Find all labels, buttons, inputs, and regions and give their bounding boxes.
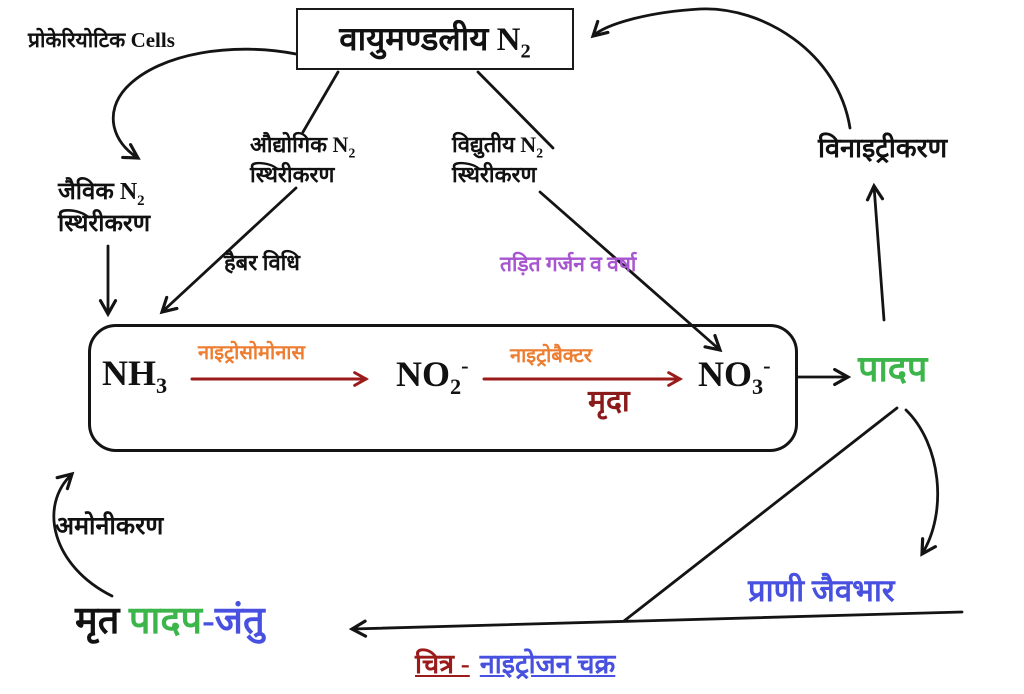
line-plant-to-dead-junction [622, 406, 899, 623]
arrow-plant-to-animal-biomass [904, 408, 940, 557]
label-haber-method: हैबर विधि [224, 250, 300, 275]
arrow-electrical-to-nitrate [538, 190, 723, 353]
arrow-industrial-haber-to-ammonia [159, 186, 298, 315]
caption-prefix: चित्र - [415, 649, 470, 679]
caption-title: नाइट्रोजन चक्र [479, 649, 616, 679]
label-biological-fixation: जैविक N2 स्थिरीकरण [58, 179, 151, 237]
figure-caption: चित्र - नाइट्रोजन चक्र [415, 648, 615, 681]
label-animal-biomass: प्राणी जैवभार [748, 573, 895, 608]
formula-nitrate: NO3- [698, 353, 771, 400]
atmospheric-n2-label: वायुमण्डलीय N2 [339, 21, 531, 63]
formula-ammonia: NH3 [102, 353, 168, 399]
label-industrial-fixation: औद्योगिक N2 स्थिरीकरण [250, 132, 356, 188]
label-lightning-thunder-rain: तड़ित गर्जन व वर्षा [500, 252, 637, 276]
arrow-ammonification-to-ammonia [52, 471, 114, 598]
line-atmosphere-to-industrial [301, 70, 340, 134]
arrow-biomass-to-dead-organisms [348, 610, 964, 638]
label-nitrosomonas: नाइट्रोसोमोनास [198, 342, 305, 364]
label-dead-plant-animal: मृत पादप-जंतु [75, 600, 265, 642]
formula-nitrite: NO2- [396, 353, 469, 400]
label-electrical-fixation: विद्युतीय N2 स्थिरीकरण [452, 132, 543, 188]
label-nitrobacter: नाइट्रोबैक्टर [510, 345, 592, 367]
line-atmosphere-to-electrical [476, 70, 555, 150]
label-soil: मृदा [588, 385, 630, 418]
label-denitrification: विनाइट्रीकरण [818, 133, 948, 163]
label-prokaryotic-cells: प्रोकेरियोटिक Cells [28, 28, 175, 52]
arrow-denitrification-to-atmosphere [590, 7, 852, 130]
soil-reaction-box [88, 324, 798, 452]
label-ammonification: अमोनीकरण [55, 513, 164, 540]
label-plant: पादप [858, 349, 928, 389]
arrow-prokaryotic-to-biofixation [111, 47, 298, 160]
arrow-plant-to-denitrification [865, 182, 886, 322]
atmospheric-n2-box: वायुमण्डलीय N2 [296, 8, 574, 70]
